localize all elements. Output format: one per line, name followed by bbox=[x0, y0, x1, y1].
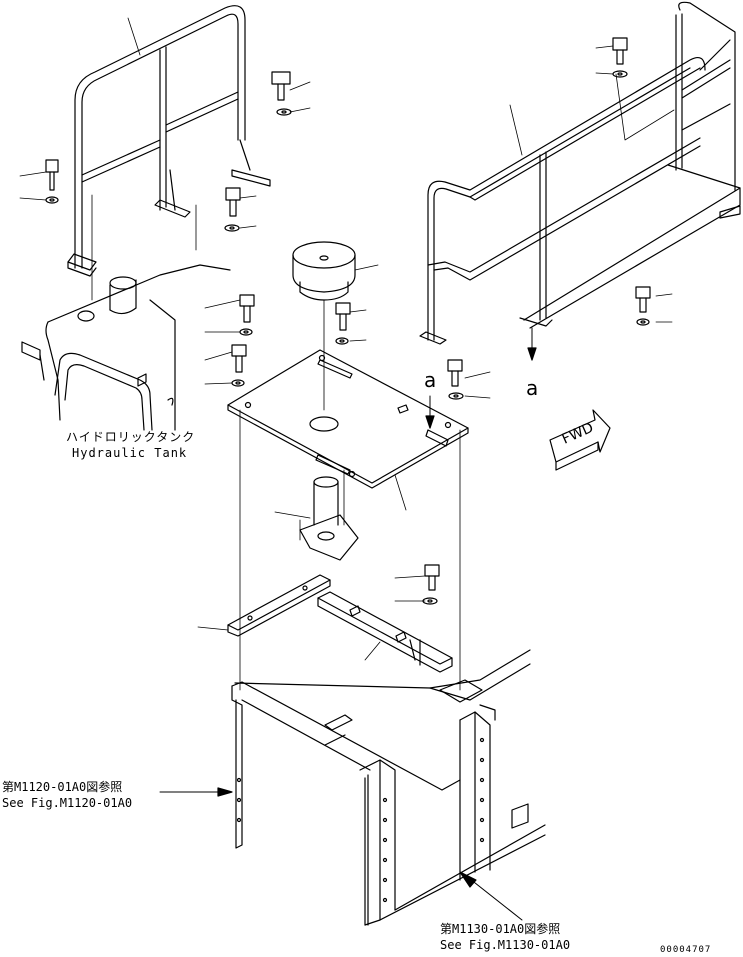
right-handrail bbox=[419, 1, 741, 345]
frame-structure bbox=[231, 649, 546, 926]
filler-tube bbox=[299, 476, 359, 561]
cover-plate bbox=[227, 349, 469, 489]
ref-fig-1120-jp: 第M1120-01A0図参照 bbox=[2, 780, 123, 794]
view-letter-a-2: a bbox=[526, 376, 539, 400]
view-letter-a: a bbox=[424, 368, 437, 392]
document-number: 00004707 bbox=[660, 945, 712, 955]
bolt-group-right bbox=[612, 37, 651, 326]
hydraulic-tank bbox=[21, 264, 231, 431]
leader-lines bbox=[19, 17, 675, 661]
tank-cap bbox=[292, 241, 356, 411]
support-bracket-left bbox=[227, 574, 331, 637]
fwd-arrow-sign bbox=[549, 409, 611, 471]
hydraulic-tank-label-jp: ハイドロリックタンク bbox=[66, 430, 196, 444]
ref-fig-1130-jp: 第M1130-01A0図参照 bbox=[440, 922, 561, 936]
left-handrail bbox=[67, 5, 271, 277]
ref-fig-1130-en: See Fig.M1130-01A0 bbox=[440, 938, 571, 952]
hydraulic-tank-label-en: Hydraulic Tank bbox=[72, 446, 188, 460]
assembly-lines bbox=[239, 409, 461, 691]
ref-fig-1120-en: See Fig.M1120-01A0 bbox=[2, 796, 133, 810]
bolt-group-left bbox=[45, 71, 464, 605]
reference-arrows bbox=[159, 327, 537, 921]
support-bracket-right bbox=[317, 591, 453, 673]
